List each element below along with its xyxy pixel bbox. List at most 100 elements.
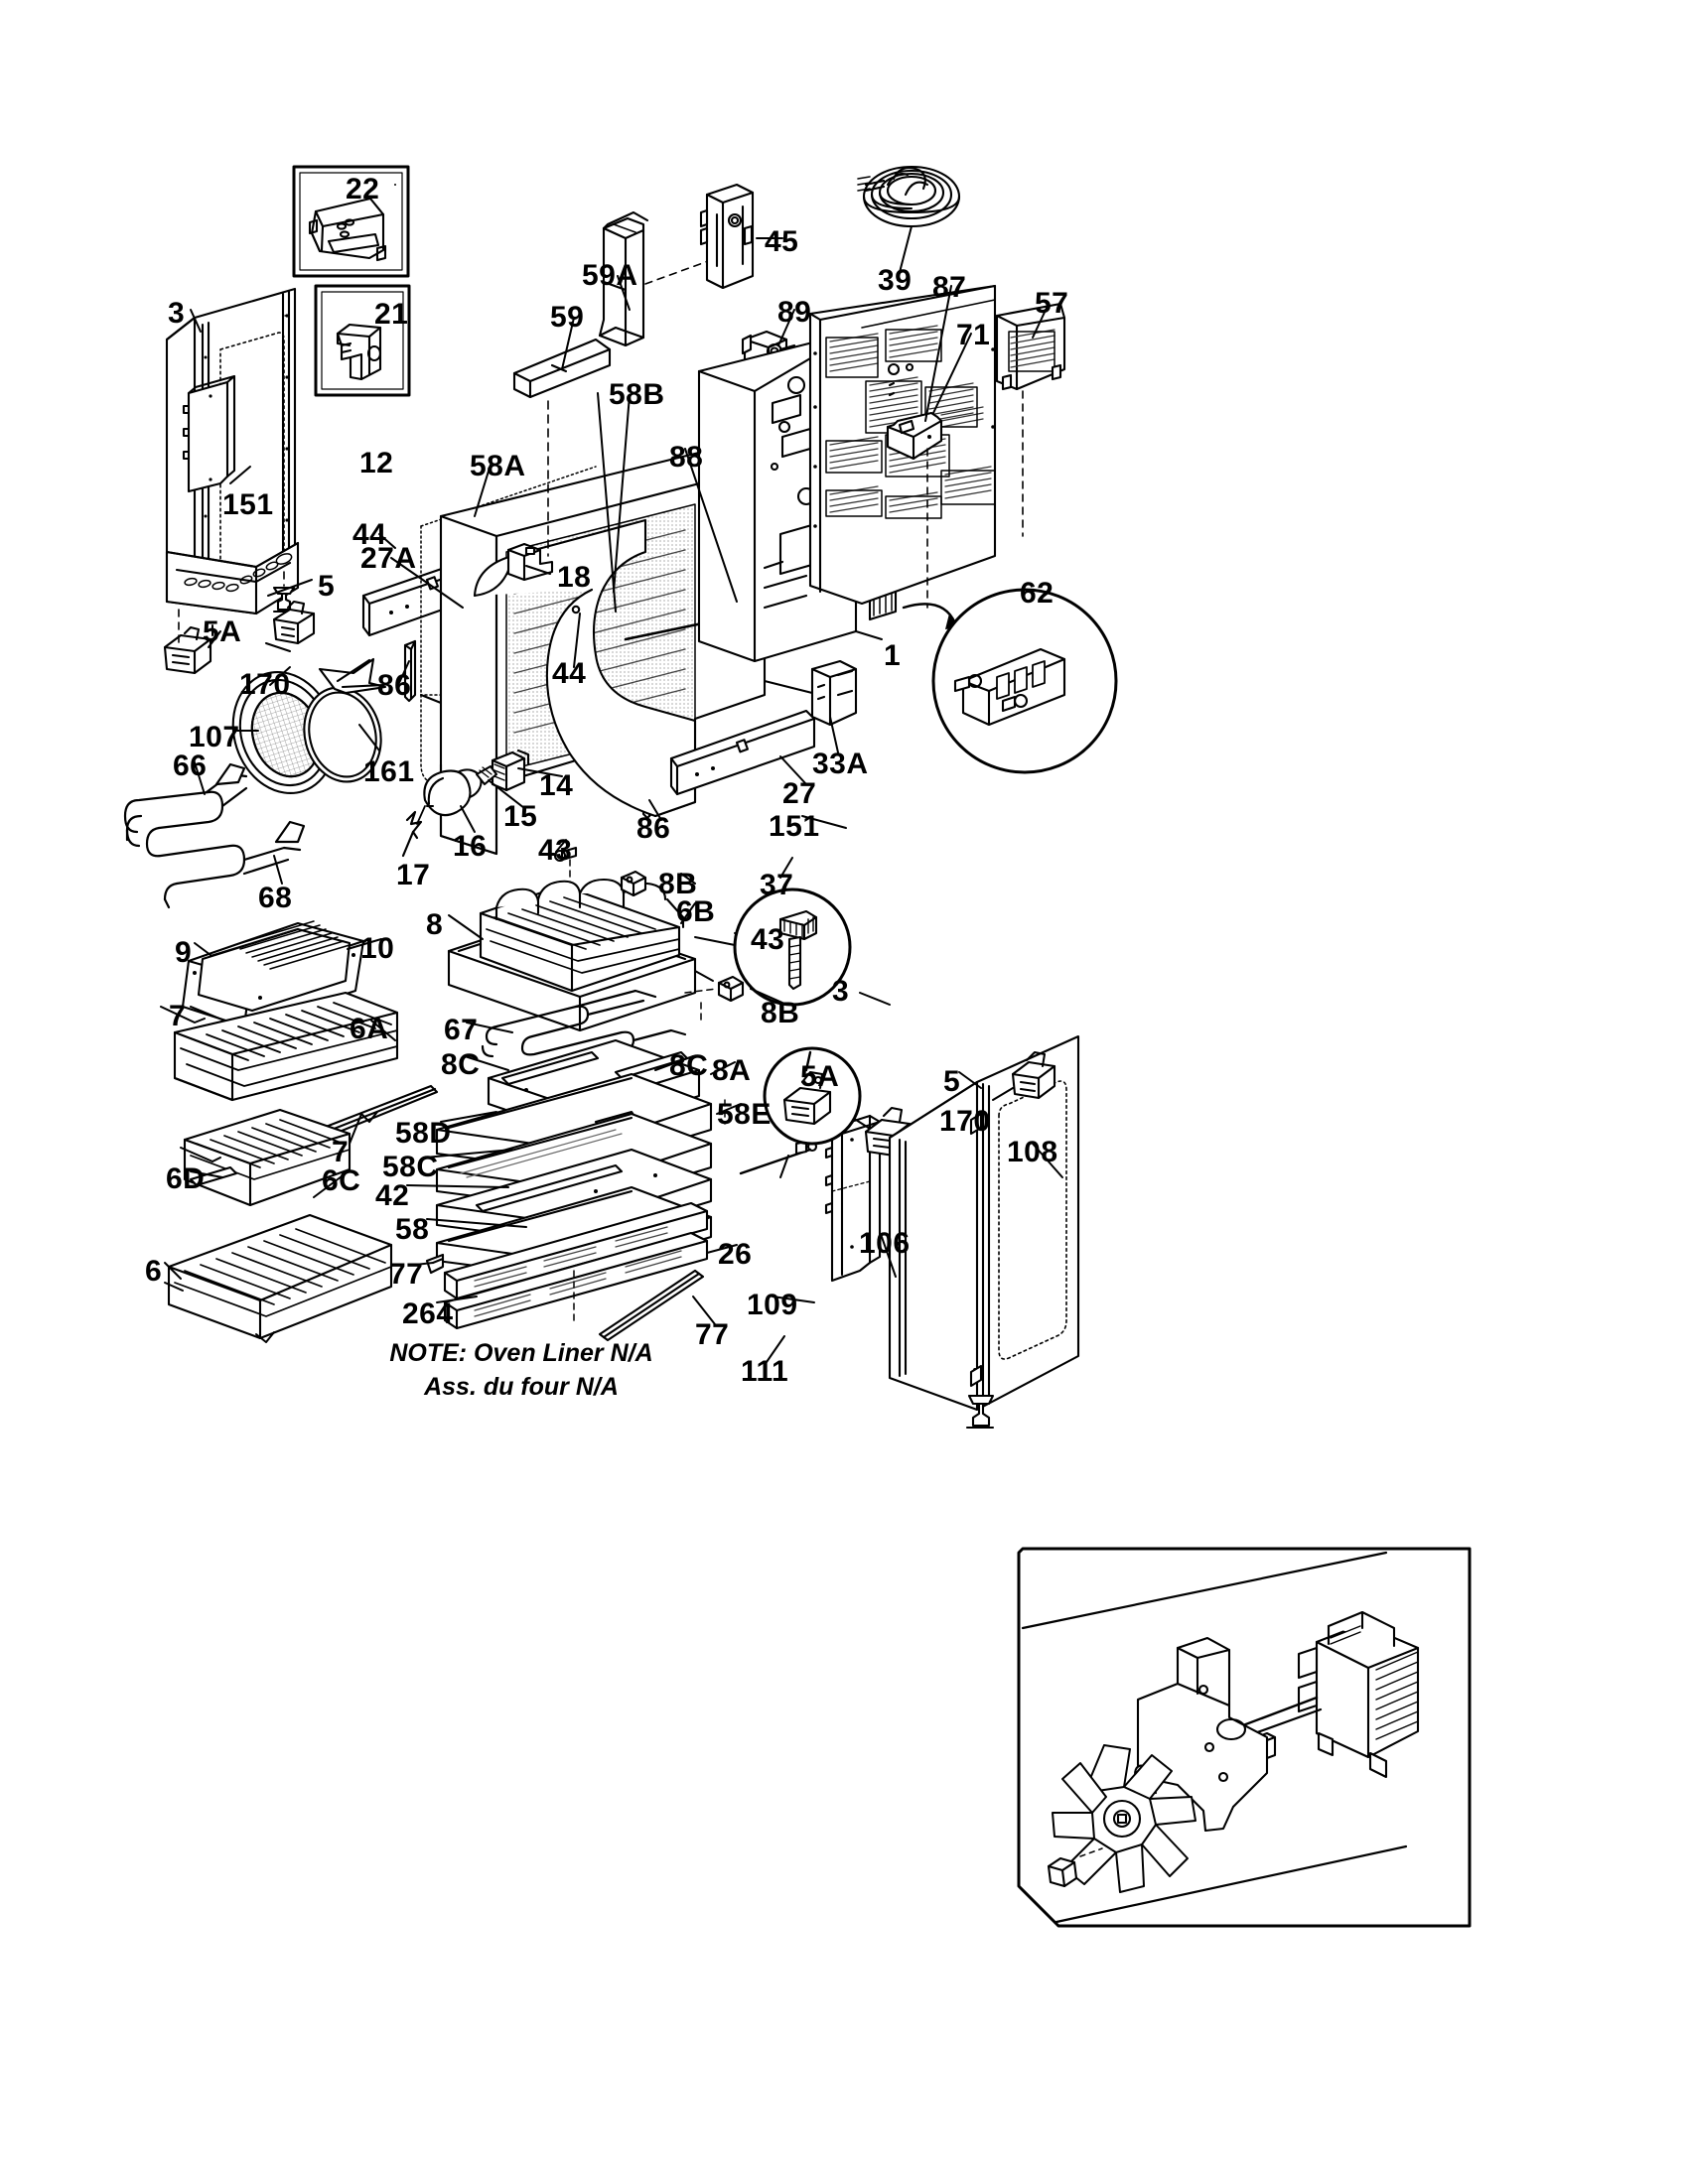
callout-17: 17 [396,859,431,891]
part-77-rail-right [598,1269,705,1342]
callout-39: 39 [878,264,913,297]
callout-42: 42 [375,1179,410,1212]
callout-151-left: 151 [222,488,274,521]
callout-108: 108 [1007,1136,1058,1168]
part-170-left [265,600,316,652]
callout-151-right: 151 [769,810,820,843]
inset-circle-5A [763,1046,862,1146]
callout-68: 68 [258,882,293,914]
callout-111: 111 [741,1355,789,1388]
callout-170-right: 170 [939,1105,991,1138]
part-151-right-bracket [824,1114,882,1283]
part-6A-oven-rack [160,991,399,1102]
callout-8C-left: 8C [441,1048,481,1081]
callout-107: 107 [189,721,240,753]
callout-6D: 6D [166,1162,206,1195]
callout-8B-lower: 8B [761,997,800,1029]
part-39-power-cord [857,165,961,228]
callout-170-left: 170 [239,668,291,701]
right-door-panel [888,1034,1080,1430]
leader-43-circle [694,936,736,946]
callout-58C: 58C [382,1151,439,1183]
callout-71: 71 [956,319,991,351]
callout-58B: 58B [609,378,665,411]
callout-43-upper: 43 [538,834,573,867]
callout-106: 106 [859,1227,911,1260]
callout-44-lower: 44 [552,657,587,690]
callout-26: 26 [718,1238,753,1271]
inset-box-21 [314,284,411,397]
part-6C-oven-rack [180,1108,352,1207]
callout-88: 88 [669,441,704,474]
callout-37: 37 [760,869,794,901]
callout-45: 45 [765,225,799,258]
callout-21: 21 [374,298,409,331]
part-8B-clip-upper [620,870,647,897]
callout-62: 62 [1020,577,1055,610]
note-line-2: Ass. du four N/A [424,1372,619,1401]
callout-3-right: 3 [832,975,850,1008]
callout-43-circle: 43 [751,923,785,956]
callout-7-upper: 7 [169,1000,187,1032]
part-37-rod [739,1140,818,1178]
part-161-gasket [303,657,387,783]
callout-77-right: 77 [695,1318,730,1351]
callout-5-left: 5 [318,570,336,603]
callout-6: 6 [145,1255,163,1288]
inset-box-22 [292,165,410,278]
callout-12: 12 [359,447,394,479]
part-8B-clip-lower [717,975,745,1003]
callout-14: 14 [539,769,574,802]
callout-leaders [164,184,1063,1363]
callout-27A: 27A [360,542,417,575]
part-170-right-hinge [992,1050,1056,1101]
callout-6C: 6C [322,1164,361,1197]
part-17-lamp-clip [401,810,423,858]
callout-89: 89 [777,296,812,329]
callout-16: 16 [453,830,488,863]
part-77-rail-left [425,1253,445,1275]
callout-7-lower: 7 [332,1136,350,1168]
alignment-line-45 [644,259,712,285]
inset-box-motor [1017,1547,1472,1928]
part-6B-broiler-insert [479,878,685,993]
callout-15: 15 [503,800,538,833]
diagram-note: NOTE: Oven Liner N/A Ass. du four N/A [367,1337,675,1405]
callout-5-right: 5 [943,1065,961,1098]
callout-6A: 6A [350,1013,389,1045]
callout-9: 9 [175,936,193,969]
callout-264: 264 [402,1297,454,1330]
part-26-rail [443,1201,709,1300]
part-6-oven-rack-bottom [164,1213,393,1343]
callout-87: 87 [932,271,967,304]
part-27-trim [669,709,816,796]
leader-1 [855,630,883,640]
callout-22: 22 [346,173,380,205]
callout-58E: 58E [717,1098,772,1131]
callout-86-upper: 86 [377,669,412,702]
callout-8C-right: 8C [669,1049,709,1082]
part-107-blower-cover [231,670,337,795]
callout-27: 27 [782,777,817,810]
part-45-bracket [699,183,755,290]
callout-5A-right: 5A [800,1060,840,1093]
callout-77-left: 77 [389,1258,424,1291]
part-111-nut [1047,1847,1103,1888]
callout-59A: 59A [582,259,638,292]
callout-161: 161 [363,755,415,788]
left-side-panel-assembly [163,287,313,675]
callout-59: 59 [550,301,585,334]
callout-58D: 58D [395,1117,452,1150]
leader-3-right [859,992,891,1006]
part-108-motor [1221,1610,1420,1779]
callout-57: 57 [1035,287,1069,320]
part-86-rod-upper [403,639,417,703]
callout-8: 8 [426,908,444,941]
callout-18: 18 [557,561,592,594]
callout-58: 58 [395,1213,430,1246]
callout-5A-left: 5A [203,615,242,648]
part-57-cover [995,302,1066,391]
leader-58B [597,392,617,613]
note-line-1: NOTE: Oven Liner N/A [389,1339,653,1367]
